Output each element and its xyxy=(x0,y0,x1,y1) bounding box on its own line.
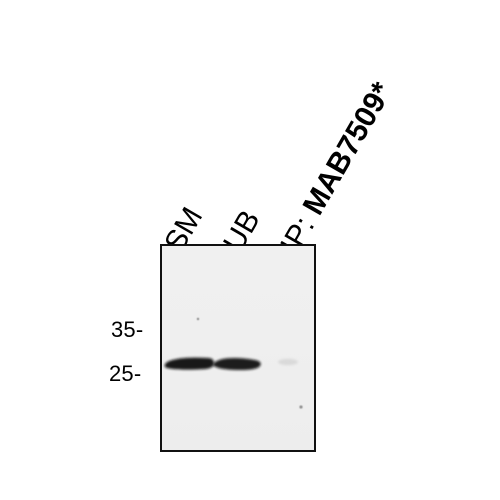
marker-25-label: 25- xyxy=(109,361,142,386)
marker-35-label: 35- xyxy=(111,317,144,342)
western-blot-membrane xyxy=(160,244,316,452)
antibody-name: MAB7509* xyxy=(296,76,399,221)
lane-label-ip: IP: MAB7509* xyxy=(274,76,399,260)
